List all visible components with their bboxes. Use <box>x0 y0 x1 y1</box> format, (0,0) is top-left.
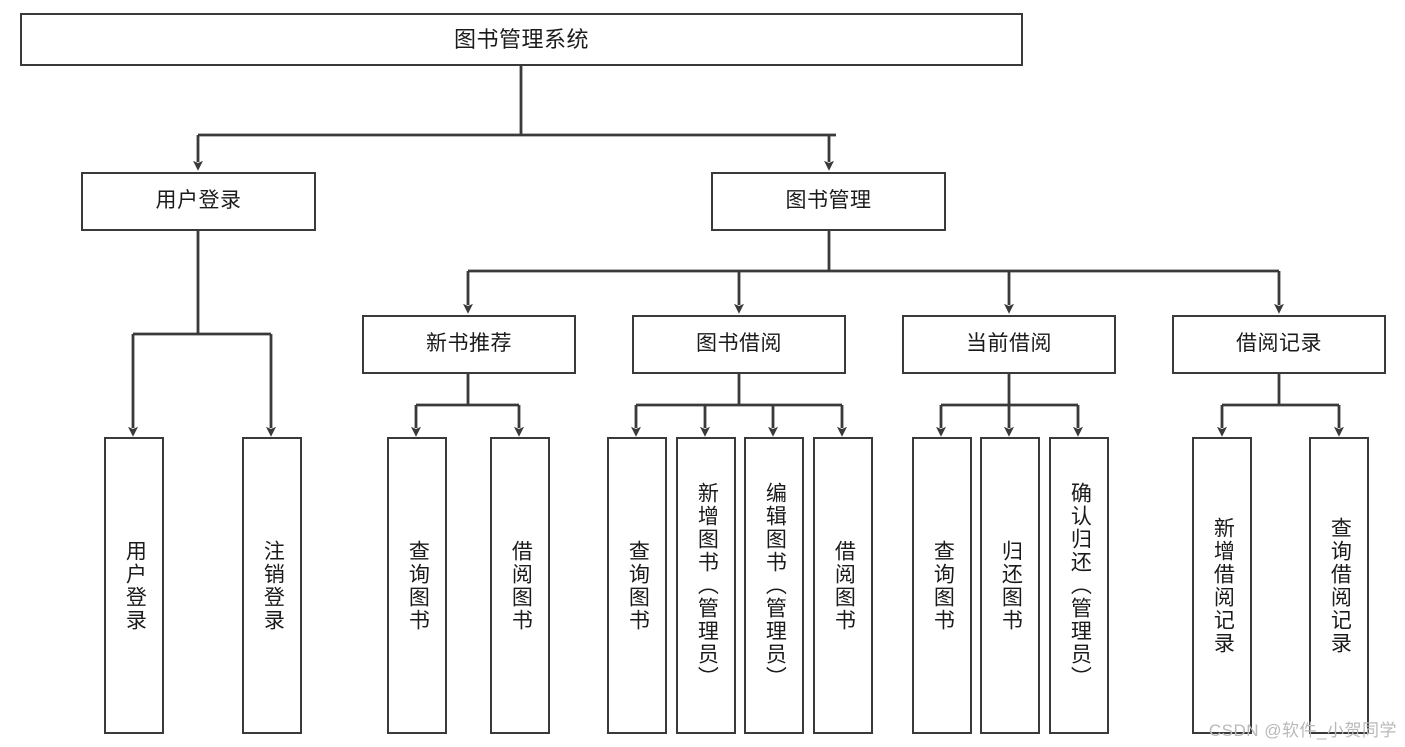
node-leaf-user-login[interactable]: 用户登录 <box>104 437 164 734</box>
node-leaf-query-record[interactable]: 查询借阅记录 <box>1309 437 1369 734</box>
node-leaf-query-record-label: 查询借阅记录 <box>1328 516 1352 655</box>
node-leaf-return-book-label: 归还图书 <box>999 539 1023 632</box>
node-leaf-query-book-2[interactable]: 查询图书 <box>607 437 667 734</box>
node-leaf-return-book[interactable]: 归还图书 <box>980 437 1040 734</box>
node-leaf-add-record-label: 新增借阅记录 <box>1211 516 1235 655</box>
node-new-book-recommend[interactable]: 新书推荐 <box>362 315 576 374</box>
node-leaf-query-book-3-label: 查询图书 <box>931 539 955 632</box>
node-leaf-query-book-1[interactable]: 查询图书 <box>387 437 447 734</box>
node-root-label: 图书管理系统 <box>453 26 589 52</box>
node-leaf-query-book-1-label: 查询图书 <box>406 539 430 632</box>
node-book-manage-label: 图书管理 <box>785 189 872 213</box>
node-leaf-add-book[interactable]: 新增图书（管理员） <box>676 437 736 734</box>
node-leaf-edit-book[interactable]: 编辑图书（管理员） <box>744 437 804 734</box>
node-leaf-borrow-book-2-label: 借阅图书 <box>832 539 856 632</box>
node-leaf-add-book-label: 新增图书（管理员） <box>695 482 719 689</box>
node-root[interactable]: 图书管理系统 <box>20 13 1023 66</box>
node-leaf-borrow-book-2[interactable]: 借阅图书 <box>813 437 873 734</box>
node-user-login[interactable]: 用户登录 <box>81 172 316 231</box>
csdn-watermark: CSDN @软件_小贺同学 <box>1208 721 1397 740</box>
node-book-manage[interactable]: 图书管理 <box>711 172 946 231</box>
node-book-borrow[interactable]: 图书借阅 <box>632 315 846 374</box>
node-current-borrow-label: 当前借阅 <box>966 332 1052 356</box>
node-current-borrow[interactable]: 当前借阅 <box>902 315 1116 374</box>
node-book-borrow-label: 图书借阅 <box>696 332 782 356</box>
node-borrow-record-label: 借阅记录 <box>1236 332 1322 356</box>
node-user-login-label: 用户登录 <box>155 189 242 213</box>
node-leaf-add-record[interactable]: 新增借阅记录 <box>1192 437 1252 734</box>
node-leaf-user-login-label: 用户登录 <box>123 539 147 632</box>
node-new-book-recommend-label: 新书推荐 <box>426 332 512 356</box>
node-leaf-confirm-return-label: 确认归还（管理员） <box>1068 482 1092 689</box>
node-leaf-confirm-return[interactable]: 确认归还（管理员） <box>1049 437 1109 734</box>
node-leaf-user-logout[interactable]: 注销登录 <box>242 437 302 734</box>
node-leaf-query-book-3[interactable]: 查询图书 <box>912 437 972 734</box>
node-leaf-borrow-book-1[interactable]: 借阅图书 <box>490 437 550 734</box>
node-leaf-user-logout-label: 注销登录 <box>261 539 285 632</box>
node-leaf-edit-book-label: 编辑图书（管理员） <box>763 482 787 689</box>
node-leaf-query-book-2-label: 查询图书 <box>626 539 650 632</box>
node-borrow-record[interactable]: 借阅记录 <box>1172 315 1386 374</box>
node-leaf-borrow-book-1-label: 借阅图书 <box>509 539 533 632</box>
